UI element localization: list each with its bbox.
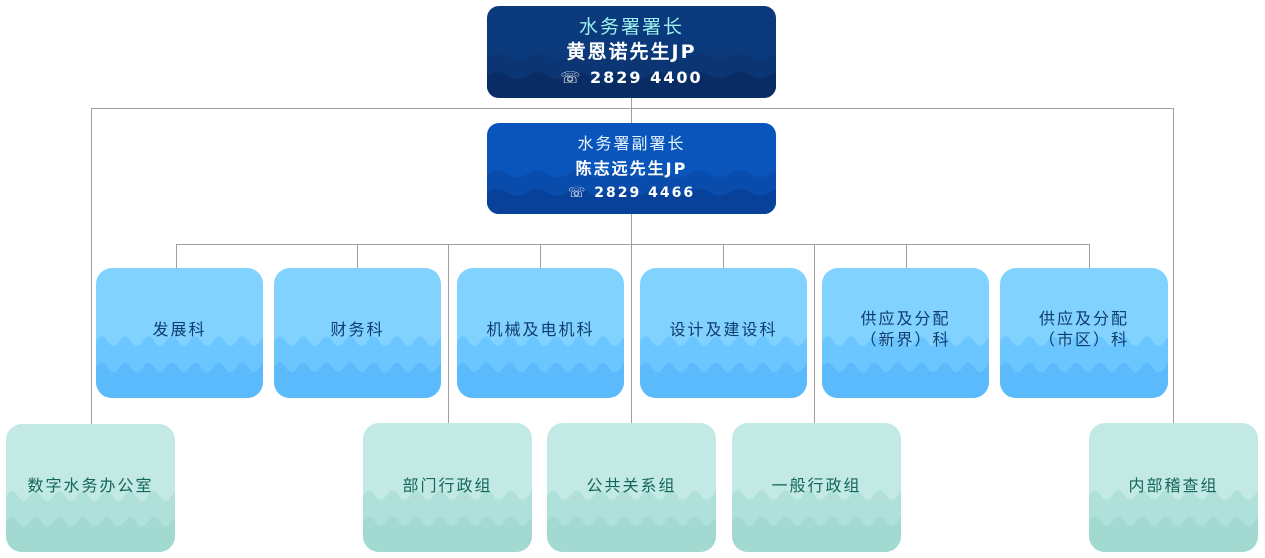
section-label: 财务科 <box>330 319 385 339</box>
section-label: 设计及建设科 <box>669 319 778 339</box>
section-box: 供应及分配 （新界）科 <box>822 268 989 398</box>
wave-decoration <box>732 490 901 552</box>
connector-line <box>91 108 92 425</box>
wave-decoration <box>487 170 776 214</box>
director-phone-row: ☏ 2829 4400 <box>560 65 702 90</box>
section-box: 财务科 <box>274 268 441 398</box>
group-box: 部门行政组 <box>363 423 532 552</box>
group-box: 数字水务办公室 <box>6 424 175 552</box>
wave-decoration <box>363 490 532 552</box>
wave-decoration <box>640 336 807 398</box>
deputy-box: 水务署副署长 陈志远先生JP ☏ 2829 4466 <box>487 123 776 214</box>
group-box: 一般行政组 <box>732 423 901 552</box>
connector-line <box>448 244 449 424</box>
connector-line <box>176 244 177 268</box>
connector-line <box>357 244 358 268</box>
connector-line <box>91 108 1174 109</box>
group-label: 部门行政组 <box>402 475 493 495</box>
group-label: 内部稽查组 <box>1128 475 1219 495</box>
connector-line <box>814 244 815 424</box>
connector-line <box>1173 108 1174 424</box>
director-phone: 2829 4400 <box>589 67 703 87</box>
section-label-2: （市区）科 <box>1038 330 1129 349</box>
wave-decoration <box>6 490 175 552</box>
section-label: 供应及分配 <box>1038 309 1129 328</box>
section-box: 供应及分配 （市区）科 <box>1000 268 1168 398</box>
wave-decoration <box>822 336 989 398</box>
section-box: 机械及电机科 <box>457 268 624 398</box>
section-label: 发展科 <box>152 319 207 339</box>
connector-line <box>1089 244 1090 268</box>
phone-icon: ☏ <box>560 67 583 87</box>
section-label-2: （新界）科 <box>860 330 951 349</box>
wave-decoration <box>1000 336 1168 398</box>
director-name: 黄恩诺先生JP <box>566 40 697 63</box>
wave-decoration <box>96 336 263 398</box>
section-box: 设计及建设科 <box>640 268 807 398</box>
deputy-name: 陈志远先生JP <box>575 159 688 178</box>
phone-icon: ☏ <box>567 185 588 201</box>
director-title: 水务署署长 <box>578 15 684 38</box>
wave-decoration <box>457 336 624 398</box>
group-label: 公共关系组 <box>586 475 677 495</box>
deputy-title: 水务署副署长 <box>577 134 686 153</box>
group-box: 公共关系组 <box>547 423 716 552</box>
section-label: 机械及电机科 <box>486 319 595 339</box>
connector-line <box>176 244 1090 245</box>
section-label: 供应及分配 <box>860 309 951 328</box>
connector-line <box>906 244 907 268</box>
group-box: 内部稽查组 <box>1089 423 1258 552</box>
connector-line <box>631 98 632 424</box>
section-box: 发展科 <box>96 268 263 398</box>
group-label: 一般行政组 <box>771 475 862 495</box>
connector-line <box>540 244 541 268</box>
wave-decoration <box>274 336 441 398</box>
wave-decoration <box>1089 490 1258 552</box>
wave-decoration <box>487 54 776 98</box>
group-label: 数字水务办公室 <box>27 476 154 495</box>
connector-line <box>723 244 724 268</box>
deputy-phone-row: ☏ 2829 4466 <box>568 181 695 206</box>
wave-decoration <box>547 490 716 552</box>
director-box: 水务署署长 黄恩诺先生JP ☏ 2829 4400 <box>487 6 776 98</box>
deputy-phone: 2829 4466 <box>594 185 696 201</box>
